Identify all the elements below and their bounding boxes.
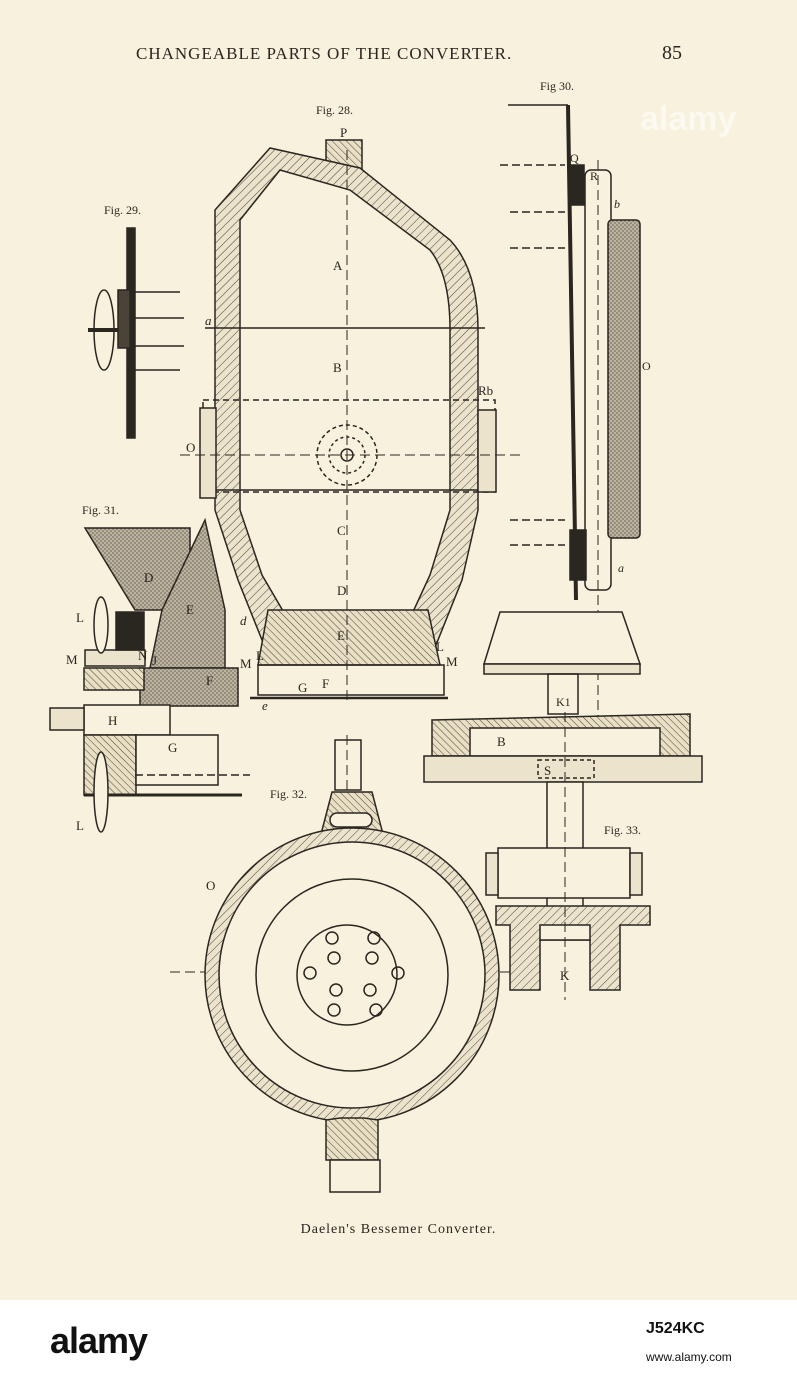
label-L-left: L: [256, 648, 264, 663]
fig-31-labels: D E F H G J N M L L: [66, 570, 213, 833]
fig-33-title: Fig. 33.: [604, 823, 641, 837]
label-H: H: [108, 713, 117, 728]
label-B-fig33: B: [497, 734, 506, 749]
footer-logo: alamy: [50, 1320, 148, 1361]
label-D-fig31: D: [144, 570, 153, 585]
label-O-fig32: O: [206, 878, 215, 893]
label-P: P: [340, 125, 347, 140]
running-head: CHANGEABLE PARTS OF THE CONVERTER.: [136, 44, 513, 63]
fig-33-support: [423, 712, 703, 1000]
label-A: A: [333, 258, 343, 273]
tuyere-holes: [303, 931, 405, 1017]
label-G: G: [298, 680, 307, 695]
label-B: B: [333, 360, 342, 375]
label-O-fig30: O: [642, 359, 651, 373]
label-L-fig31-top: L: [76, 610, 84, 625]
fig-31-fastening-detail: [49, 517, 250, 833]
fig-31-title: Fig. 31.: [82, 503, 119, 517]
label-e: e: [262, 698, 268, 713]
label-N: N: [138, 648, 148, 663]
label-J: J: [152, 653, 157, 668]
fig-28-labels: P A B C D E F G O Rb a d e M M L L: [186, 125, 493, 713]
label-L-fig31-bottom: L: [76, 818, 84, 833]
label-F-fig31: F: [206, 673, 213, 688]
label-C: C: [337, 523, 346, 538]
label-M-fig31: M: [66, 652, 78, 667]
image-id: J524KC: [646, 1320, 705, 1337]
fig-29-bolt-detail: [88, 227, 184, 439]
label-F: F: [322, 676, 329, 691]
stock-footer: alamy J524KC www.alamy.com: [0, 1300, 797, 1390]
label-G-fig31: G: [168, 740, 177, 755]
label-a-fig30: a: [618, 561, 624, 575]
fig-28-converter-section: [180, 139, 520, 700]
fig-33-labels: B S K: [497, 734, 570, 983]
figure-caption: Daelen's Bessemer Converter.: [300, 1222, 497, 1237]
engraving-plate: P A B C D E F G O Rb a d e M M L L Fig. …: [49, 79, 703, 1193]
fig-29-title: Fig. 29.: [104, 203, 141, 217]
fig-30-side-elevation: [482, 104, 642, 720]
label-E-fig31: E: [186, 602, 194, 617]
label-a: a: [205, 313, 212, 328]
book-page: CHANGEABLE PARTS OF THE CONVERTER. 85: [0, 0, 797, 1300]
fig-30-title: Fig 30.: [540, 79, 574, 93]
label-M-right: M: [446, 654, 458, 669]
footer-url: www.alamy.com: [646, 1350, 732, 1364]
fig-28-title: Fig. 28.: [316, 103, 353, 117]
label-M-left: M: [240, 656, 252, 671]
label-R: R: [590, 169, 598, 183]
label-L-right: L: [436, 639, 444, 654]
label-E: E: [337, 628, 345, 643]
label-S: S: [544, 763, 551, 778]
label-b: b: [614, 197, 620, 211]
label-D: D: [337, 583, 346, 598]
label-Q: Q: [570, 151, 579, 165]
fig-30-labels: Q R b O a K1: [556, 151, 651, 709]
label-K1: K1: [556, 695, 571, 709]
label-O: O: [186, 440, 195, 455]
label-Rb: Rb: [478, 383, 493, 398]
page-number: 85: [662, 42, 682, 64]
fig-32-plan-view: [170, 735, 530, 1193]
label-d: d: [240, 613, 247, 628]
page-header: CHANGEABLE PARTS OF THE CONVERTER. 85: [0, 40, 797, 70]
fig-32-title: Fig. 32.: [270, 787, 307, 801]
label-K: K: [560, 968, 570, 983]
watermark-brand: alamy: [640, 100, 737, 138]
